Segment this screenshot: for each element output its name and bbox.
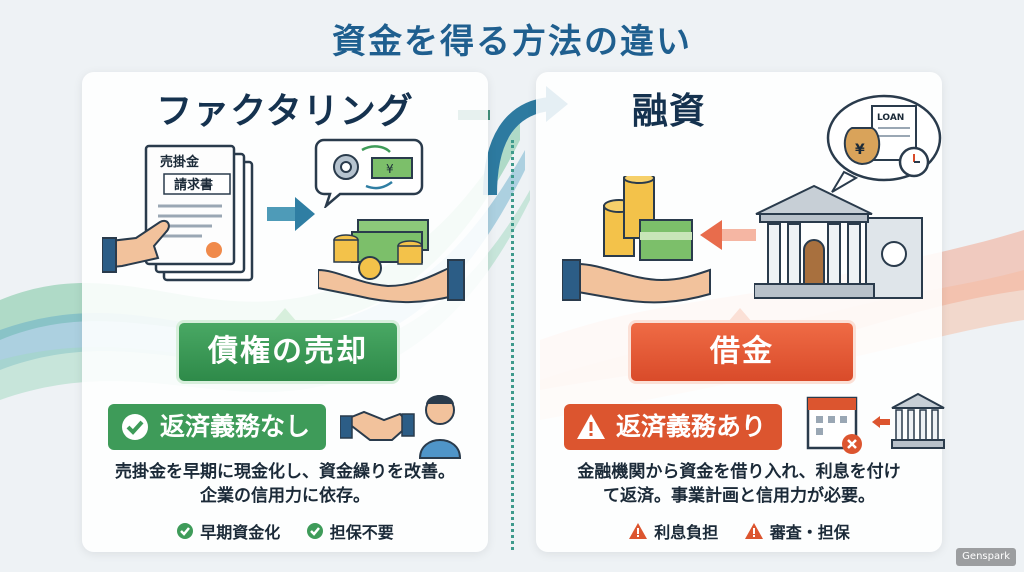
factoring-tags: 早期資金化 担保不要 — [82, 519, 488, 544]
center-divider — [511, 140, 514, 550]
svg-text:請求書: 請求書 — [174, 177, 213, 193]
borrowing-badge: 借金 — [628, 320, 856, 384]
loan-description: 金融機関から資金を借り入れ、利息を付け て返済。事業計画と信用力が必要。 — [577, 462, 901, 506]
loan-heading: 融資 — [631, 91, 706, 132]
no-repayment-label: 返済義務なし — [160, 412, 311, 441]
loan-card: 融資 LOAN ¥ — [536, 72, 945, 552]
svg-text:¥: ¥ — [855, 142, 865, 158]
debt-sale-badge: 債権の売却 — [176, 320, 400, 384]
exchange-bubble-icon: ¥ — [314, 138, 424, 208]
arrow-left-icon — [700, 220, 756, 250]
arrow-right-icon — [267, 197, 315, 231]
warning-icon — [577, 414, 605, 439]
tag-early-funding: 早期資金化 — [176, 519, 280, 543]
invoice-documents-icon: 売掛金 請求書 — [102, 144, 254, 282]
factoring-heading: ファクタリング — [156, 91, 414, 132]
svg-text:売掛金: 売掛金 — [160, 154, 200, 170]
watermark: Genspark — [956, 548, 1016, 566]
tag-interest-burden: 利息負担 — [628, 519, 718, 543]
factoring-description: 売掛金を早期に現金化し、資金繰りを改善。 企業の信用力に依存。 — [115, 462, 455, 506]
loan-bubble-icon: LOAN ¥ — [826, 94, 942, 193]
cash-in-hand-icon — [318, 219, 465, 304]
svg-text:LOAN: LOAN — [877, 113, 904, 123]
check-circle-icon — [122, 414, 148, 440]
warning-icon — [629, 523, 648, 539]
warning-icon — [744, 523, 763, 539]
receiving-hand-icon — [562, 259, 711, 304]
factoring-card: ファクタリング 売掛金 請求書 ¥ — [82, 72, 488, 552]
check-icon — [306, 523, 323, 539]
check-icon — [177, 523, 194, 539]
main-badge-pointer — [273, 308, 297, 322]
bank-building-icon — [754, 184, 923, 299]
repayment-required-label: 返済義務あり — [616, 412, 767, 441]
repayment-required-badge: 返済義務あり — [564, 404, 782, 450]
loan-tags: 利息負担 審査・担保 — [536, 519, 942, 544]
page-title: 資金を得る方法の違い — [332, 22, 692, 62]
main-badge-pointer — [728, 308, 752, 322]
calendar-bank-icon — [806, 392, 945, 454]
svg-text:¥: ¥ — [386, 162, 394, 176]
no-repayment-badge: 返済義務なし — [108, 404, 326, 450]
coins-cash-icon — [603, 176, 693, 261]
handshake-person-icon — [340, 395, 462, 459]
tag-screening-collateral: 審査・担保 — [744, 519, 850, 543]
tag-no-collateral: 担保不要 — [306, 519, 394, 543]
